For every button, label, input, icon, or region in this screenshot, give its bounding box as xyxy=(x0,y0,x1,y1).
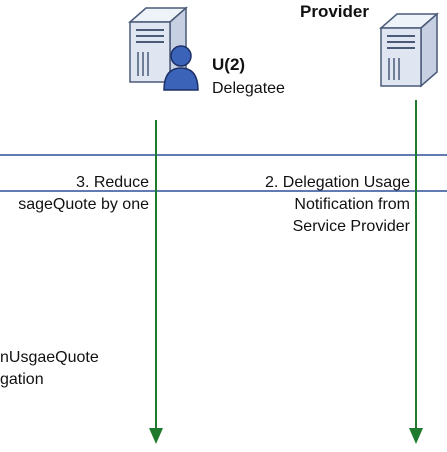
delegatee-lifeline-arrowhead xyxy=(149,428,163,444)
provider-server-icon xyxy=(379,12,439,88)
message-notification-line-2: Notification from xyxy=(294,196,410,213)
message-bottom-left-line-2: gation xyxy=(0,371,44,388)
person-icon xyxy=(163,45,199,91)
message-notification-line-1: 2. Delegation Usage xyxy=(265,174,410,191)
message-reduce-line-2: sageQuote by one xyxy=(18,196,149,213)
delegatee-name: U(2) xyxy=(212,55,246,74)
delegatee-role: Delegatee xyxy=(212,80,285,97)
provider-label: Provider xyxy=(300,2,369,21)
message-reduce-line-1: 3. Reduce xyxy=(76,174,149,191)
message-bottom-left-line-1: nUsgaeQuote xyxy=(0,349,99,366)
provider-lifeline-arrowhead xyxy=(409,428,423,444)
message-notification-line-3: Service Provider xyxy=(292,218,410,235)
